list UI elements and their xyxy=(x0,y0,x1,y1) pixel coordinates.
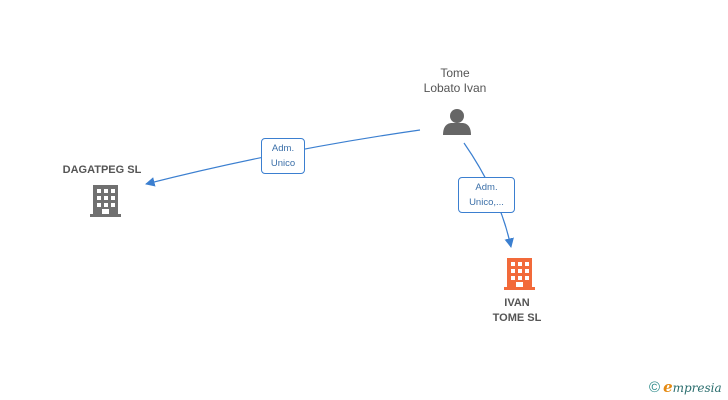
company-name-dagatpeg: DAGATPEG SL xyxy=(62,164,142,176)
edge-label-to-dagatpeg[interactable]: Adm. Unico xyxy=(261,138,305,174)
company-label-ivan-tome[interactable]: IVAN TOME SL xyxy=(467,296,567,326)
company-label-dagatpeg[interactable]: DAGATPEG SL xyxy=(52,163,152,178)
empresia-logo[interactable]: ©empresia xyxy=(649,378,722,398)
edge-label-line1: Adm. xyxy=(475,182,498,193)
person-icon[interactable] xyxy=(443,109,471,135)
edge-label-to-ivan-tome[interactable]: Adm. Unico,... xyxy=(458,177,515,213)
company-name-ivan-tome-line2: TOME SL xyxy=(492,312,542,324)
logo-wordmark: mpresia xyxy=(672,381,722,395)
person-name-label[interactable]: Tome Lobato Ivan xyxy=(405,66,505,96)
person-name-line1: Tome xyxy=(440,66,470,80)
person-name-line2: Lobato Ivan xyxy=(423,81,487,95)
logo-letter-e: e xyxy=(663,378,673,396)
edge-label-line2: Unico,... xyxy=(469,197,504,208)
edge-label-line1: Adm. xyxy=(271,143,295,154)
copyright-symbol: © xyxy=(649,379,661,396)
building-icon[interactable] xyxy=(504,258,535,290)
edge-label-line2: Unico xyxy=(270,158,296,169)
building-icon[interactable] xyxy=(90,185,121,217)
company-name-ivan-tome-line1: IVAN xyxy=(504,297,530,309)
